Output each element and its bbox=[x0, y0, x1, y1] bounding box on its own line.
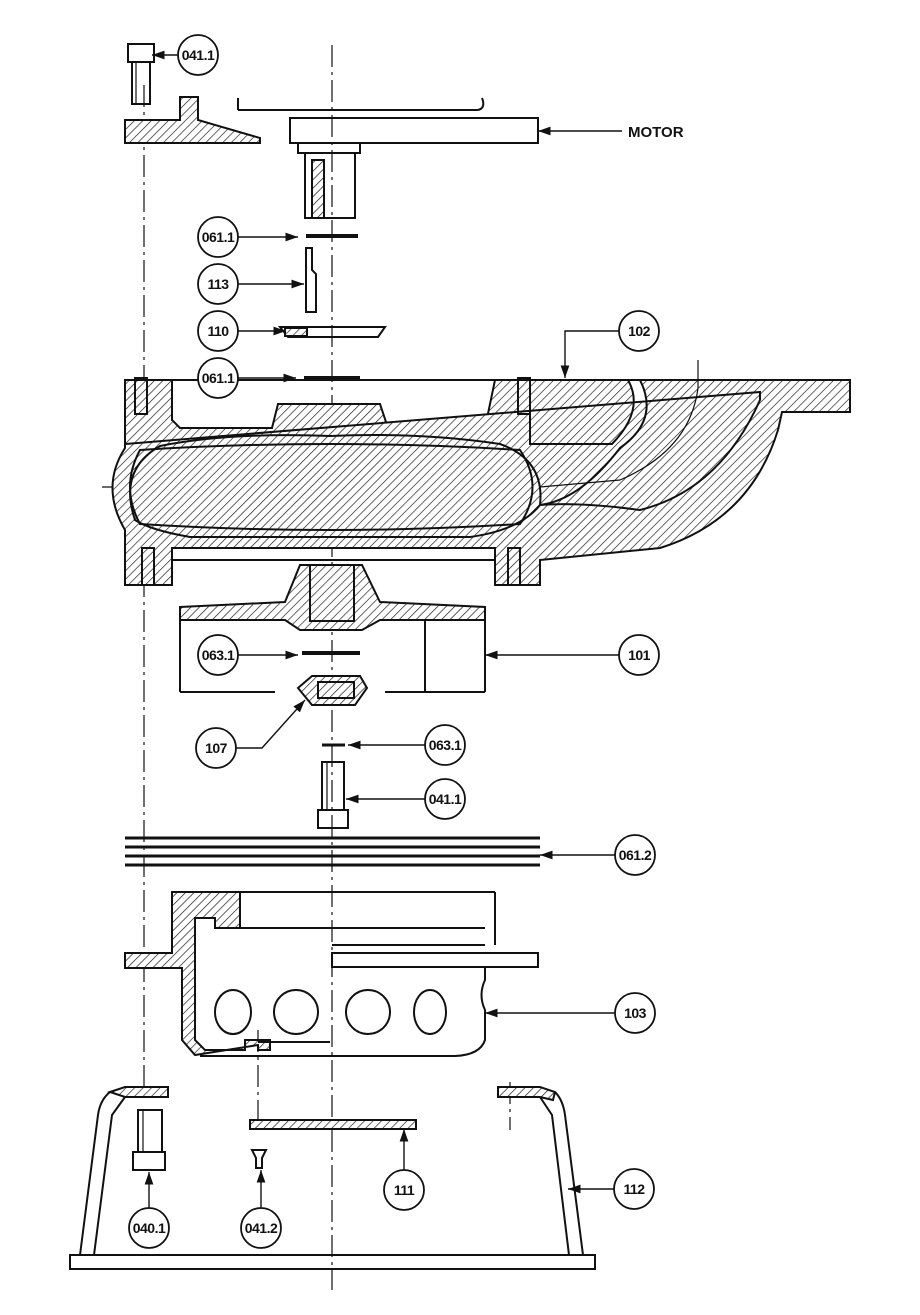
balloon-063-1-b: 063.1 bbox=[424, 724, 466, 766]
svg-text:041.1: 041.1 bbox=[182, 47, 215, 63]
svg-text:061.1: 061.1 bbox=[202, 229, 235, 245]
key-113 bbox=[305, 247, 317, 313]
svg-text:041.2: 041.2 bbox=[245, 1220, 278, 1236]
balloon-113: 113 bbox=[197, 263, 239, 305]
balloon-041-1-mid: 041.1 bbox=[424, 778, 466, 820]
balloon-103: 103 bbox=[614, 992, 656, 1034]
motor-flange bbox=[124, 96, 539, 219]
svg-text:110: 110 bbox=[207, 323, 229, 339]
leader-lines bbox=[144, 50, 622, 1208]
svg-text:103: 103 bbox=[624, 1005, 647, 1021]
svg-text:063.1: 063.1 bbox=[202, 647, 235, 663]
svg-text:107: 107 bbox=[205, 740, 228, 756]
pump-housing bbox=[111, 360, 851, 586]
balloon-063-1-a: 063.1 bbox=[197, 634, 239, 676]
base-stand bbox=[69, 1086, 596, 1270]
balloon-107: 107 bbox=[195, 727, 237, 769]
balloon-041-1-top: 041.1 bbox=[177, 34, 219, 76]
balloon-061-1-b: 061.1 bbox=[197, 357, 239, 399]
svg-text:040.1: 040.1 bbox=[133, 1220, 166, 1236]
small-screw-041-2 bbox=[250, 1149, 268, 1169]
balloon-110: 110 bbox=[197, 310, 239, 352]
motor-label: MOTOR bbox=[628, 124, 684, 141]
balloon-041-2: 041.2 bbox=[240, 1207, 282, 1249]
balloon-061-1-a: 061.1 bbox=[197, 216, 239, 258]
svg-text:061.2: 061.2 bbox=[619, 847, 652, 863]
svg-text:111: 111 bbox=[394, 1182, 415, 1198]
balloon-102: 102 bbox=[618, 310, 660, 352]
gasket-stack bbox=[125, 836, 540, 867]
top-screw bbox=[127, 43, 155, 105]
svg-text:041.1: 041.1 bbox=[429, 791, 462, 807]
lower-housing bbox=[124, 891, 539, 1057]
balloon-040-1: 040.1 bbox=[128, 1207, 170, 1249]
balloon-111: 111 bbox=[383, 1169, 425, 1211]
cap-nut-107 bbox=[296, 675, 369, 706]
balloon-061-2: 061.2 bbox=[614, 834, 656, 876]
svg-text:113: 113 bbox=[207, 276, 229, 292]
center-lines bbox=[102, 45, 630, 1290]
bolt-040-1 bbox=[132, 1109, 166, 1171]
impeller bbox=[179, 564, 486, 693]
svg-text:112: 112 bbox=[623, 1181, 645, 1197]
svg-text:061.1: 061.1 bbox=[202, 370, 235, 386]
bottom-plate-111 bbox=[249, 1119, 417, 1130]
balloon-101: 101 bbox=[618, 634, 660, 676]
svg-text:101: 101 bbox=[628, 647, 651, 663]
balloon-112: 112 bbox=[613, 1168, 655, 1210]
svg-text:063.1: 063.1 bbox=[429, 737, 462, 753]
mid-screw bbox=[317, 761, 349, 829]
svg-text:102: 102 bbox=[628, 323, 651, 339]
